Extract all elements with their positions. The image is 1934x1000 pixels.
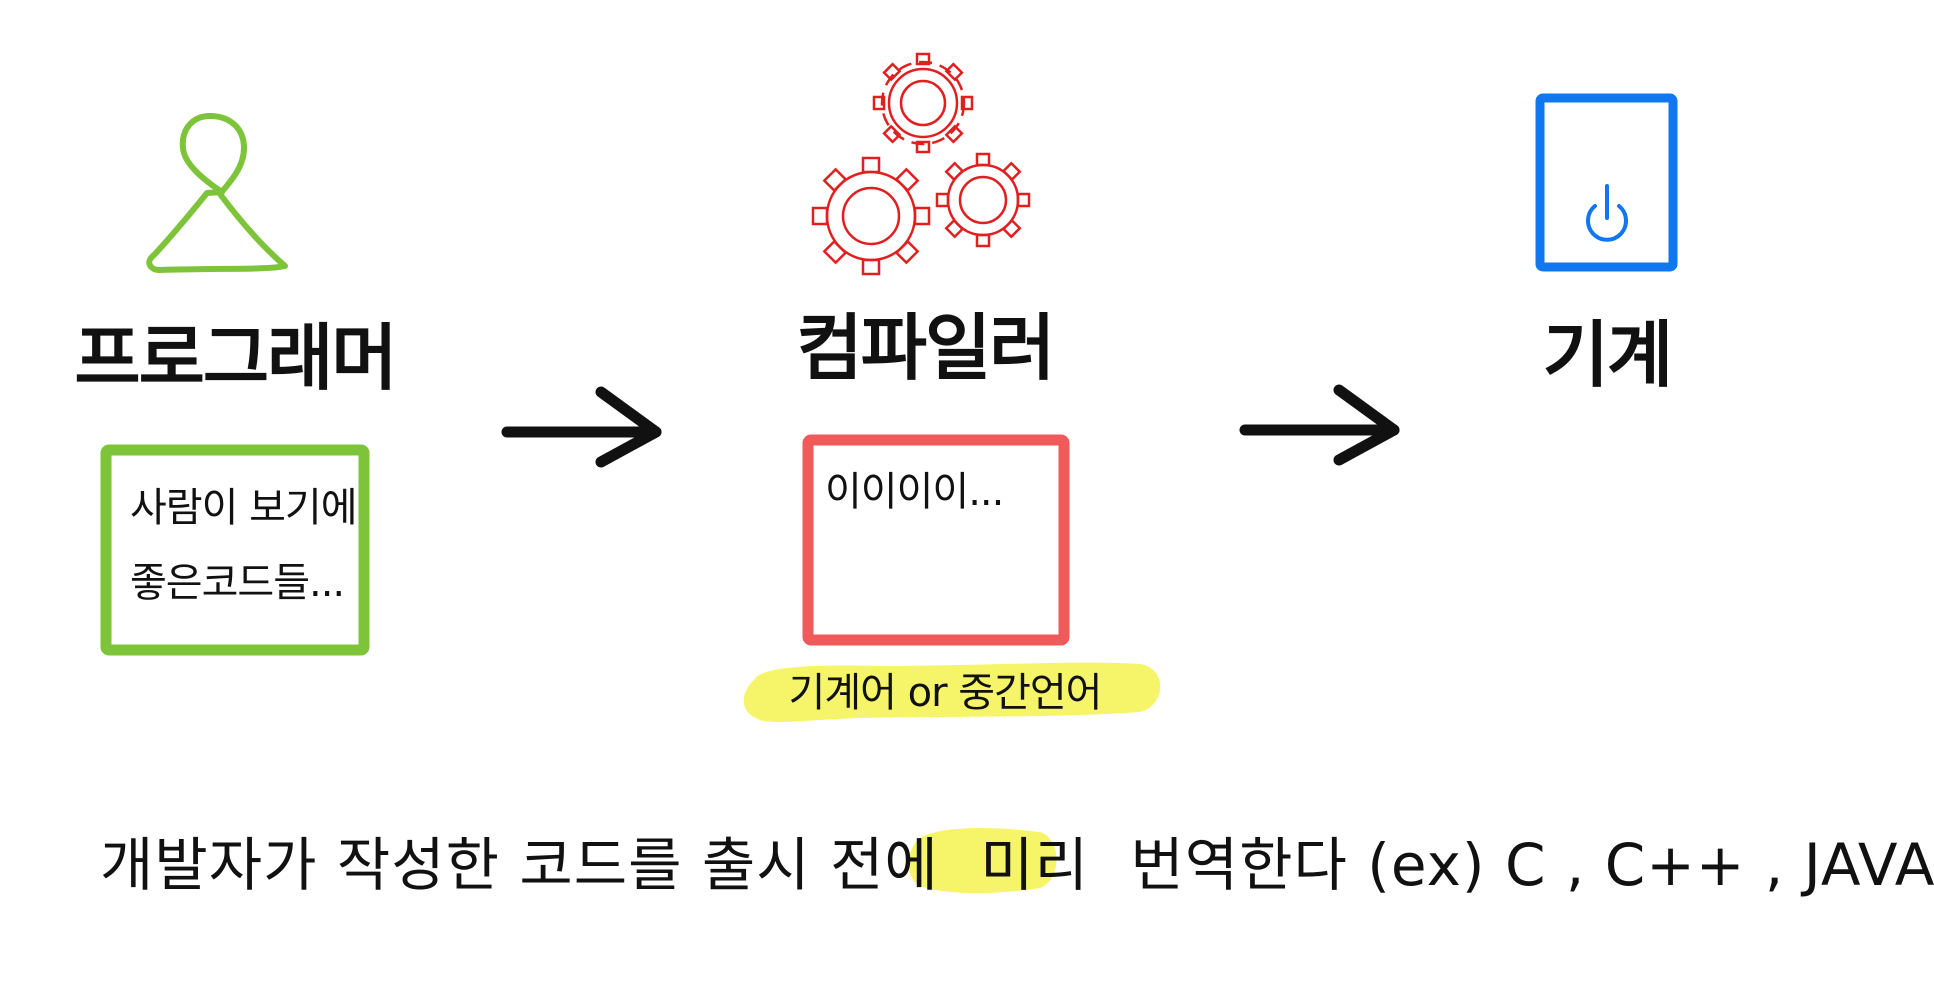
caption-highlight-mark <box>908 828 1057 894</box>
compiler-output-box <box>802 434 1070 646</box>
gear-icon <box>811 156 931 276</box>
power-icon <box>1586 184 1628 242</box>
power-device-icon <box>1535 93 1678 272</box>
programmer-column: 프로그래머 사람이 보기에 좋은코드들... <box>74 112 398 656</box>
gears-icon <box>811 52 1031 276</box>
caption: 개발자가 작성한 코드를 출시 전에 미리 번역한다 (ex) C , C++ … <box>100 828 1934 899</box>
caption-highlight: 미리 <box>980 831 1089 899</box>
compiler-column: 컴파일러 이이이이... 기계어 or 중간언어 <box>743 52 1161 723</box>
caption-after: 번역한다 (ex) C , C++ , JAVA <box>1130 831 1934 899</box>
compiler-box-line-1: 이이이이... <box>825 469 1003 515</box>
arrow-right-icon <box>501 386 662 468</box>
gear-icon <box>935 152 1031 248</box>
programmer-box-line-2: 좋은코드들... <box>130 560 344 606</box>
compiler-highlight-label: 기계어 or 중간언어 <box>789 670 1102 716</box>
compiler-highlight-mark <box>743 662 1161 723</box>
arrow-right-icon <box>1239 384 1400 466</box>
machine-column: 기계 <box>1535 93 1678 397</box>
programmer-box-line-1: 사람이 보기에 <box>130 485 357 531</box>
caption-text: 개발자가 작성한 코드를 출시 전에 미리 번역한다 (ex) C , C++ … <box>100 831 1934 899</box>
compiler-title: 컴파일러 <box>797 306 1054 390</box>
machine-title: 기계 <box>1543 313 1671 397</box>
person-icon <box>146 112 288 273</box>
programmer-code-box <box>100 444 370 656</box>
programmer-title: 프로그래머 <box>74 316 395 400</box>
caption-before: 개발자가 작성한 코드를 출시 전에 <box>100 831 939 899</box>
gear-icon <box>872 52 974 154</box>
